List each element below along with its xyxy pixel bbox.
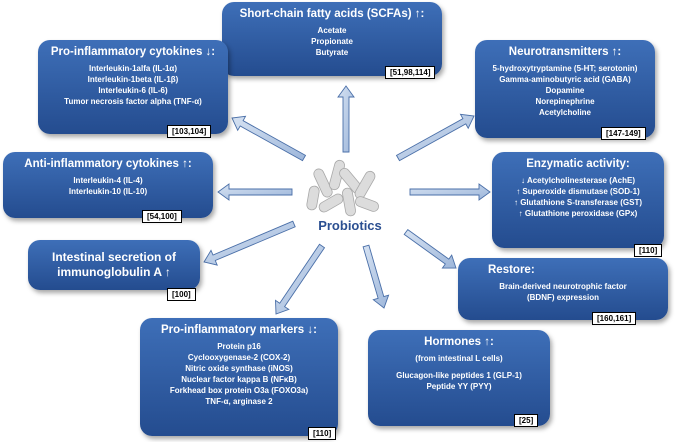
box-title: Short-chain fatty acids (SCFAs) ↑: xyxy=(239,8,425,20)
enzymatic-activity-box: Enzymatic activity: ↓ Acetylcholinestera… xyxy=(492,152,664,248)
probiotics-capsules-icon xyxy=(306,159,379,217)
ref-label: [110] xyxy=(308,427,337,440)
box-item: Acetate xyxy=(317,26,347,35)
ref-label: [51,98,114] xyxy=(385,66,436,79)
ref-label: [147-149] xyxy=(601,127,646,140)
box-title: Pro-inflammatory cytokines ↓: xyxy=(50,46,216,58)
box-item: (from intestinal L cells) xyxy=(415,354,503,363)
box-title: Intestinal secretion of immunoglobulin A… xyxy=(51,250,177,279)
box-item: Forkhead box protein O3a (FOXO3a) xyxy=(169,386,309,395)
box-item: Interleukin-1beta (IL-1β) xyxy=(87,75,179,84)
box-item: TNF-α, arginase 2 xyxy=(205,397,273,406)
ref-label: [110] xyxy=(634,244,663,257)
box-item: Acetylcholine xyxy=(538,108,591,117)
box-item: Propionate xyxy=(311,37,353,46)
arrow-to-restore xyxy=(403,228,457,269)
box-item: Interleukin-1alfa (IL-1α) xyxy=(88,64,178,73)
center-label: Probiotics xyxy=(318,218,382,233)
arrow-to-immunoglobulin-a xyxy=(203,220,296,266)
box-item: Cyclooxygenase-2 (COX-2) xyxy=(187,353,291,362)
restore-box: Restore: Brain-derived neurotrophic fact… xyxy=(458,258,668,320)
box-item: Butyrate xyxy=(315,48,349,57)
box-item: Interleukin-4 (IL-4) xyxy=(73,176,143,185)
box-item: (BDNF) expression xyxy=(526,293,599,302)
ref-label: [54,100] xyxy=(142,210,182,223)
anti-inflammatory-cytokines-box: Anti-inflammatory cytokines ↑: Interleuk… xyxy=(3,152,213,218)
proinflammatory-cytokines-box: Pro-inflammatory cytokines ↓: Interleuki… xyxy=(38,40,228,134)
neurotransmitters-box: Neurotransmitters ↑: 5-hydroxytryptamine… xyxy=(475,40,655,138)
box-title: Hormones ↑: xyxy=(424,336,494,348)
arrow-to-scfa xyxy=(337,85,355,153)
box-item: Glucagon-like peptides 1 (GLP-1) xyxy=(396,371,522,380)
ref-label: [100] xyxy=(167,288,196,301)
box-item: ↑ Glutathione S-transferase (GST) xyxy=(513,198,643,207)
box-item: Protein p16 xyxy=(217,342,261,351)
box-title: Restore: xyxy=(488,264,535,276)
proinflammatory-markers-box: Pro-inflammatory markers ↓: Protein p16 … xyxy=(140,318,338,436)
box-title: Neurotransmitters ↑: xyxy=(508,46,622,58)
arrow-to-neurotransmitters xyxy=(395,113,475,162)
box-item: Tumor necrosis factor alpha (TNF-α) xyxy=(64,97,202,106)
box-item: Nitric oxide synthase (iNOS) xyxy=(185,364,293,373)
ref-label: [103,104] xyxy=(167,125,212,138)
arrow-to-hormones xyxy=(362,244,390,309)
immunoglobulin-a-box: Intestinal secretion of immunoglobulin A… xyxy=(28,240,200,290)
arrow-to-proinflammatory-markers xyxy=(275,243,326,315)
box-item: ↑ Superoxide dismutase (SOD-1) xyxy=(516,187,640,196)
box-item: Nuclear factor kappa B (NFκB) xyxy=(181,375,297,384)
arrow-to-proinflammatory-cytokines xyxy=(231,115,307,162)
box-item: Interleukin-10 (IL-10) xyxy=(68,187,148,196)
ref-label: [160,161] xyxy=(592,312,637,325)
hormones-box: Hormones ↑: (from intestinal L cells) Gl… xyxy=(368,330,550,426)
box-item: Dopamine xyxy=(545,86,585,95)
box-item: Peptide YY (PYY) xyxy=(426,382,492,391)
box-title: Enzymatic activity: xyxy=(526,158,630,170)
box-title: Pro-inflammatory markers ↓: xyxy=(161,324,317,336)
box-item: Interleukin-6 (IL-6) xyxy=(98,86,168,95)
scfa-box: Short-chain fatty acids (SCFAs) ↑: Aceta… xyxy=(222,2,442,76)
box-item: Norepinephrine xyxy=(535,97,595,106)
box-item: Brain-derived neurotrophic factor xyxy=(499,282,627,291)
box-item: ↑ Glutathione peroxidase (GPx) xyxy=(518,209,638,218)
arrow-to-anti-inflammatory-cytokines xyxy=(217,183,293,201)
box-item: Gamma-aminobutyric acid (GABA) xyxy=(499,75,631,84)
box-item: ↓ Acetylcholinesterase (AchE) xyxy=(521,176,635,185)
box-title: Anti-inflammatory cytokines ↑: xyxy=(24,158,192,170)
ref-label: [25] xyxy=(514,414,539,427)
arrow-to-enzymatic-activity xyxy=(409,183,491,201)
box-item: 5-hydroxytryptamine (5-HT; serotonin) xyxy=(492,64,638,73)
